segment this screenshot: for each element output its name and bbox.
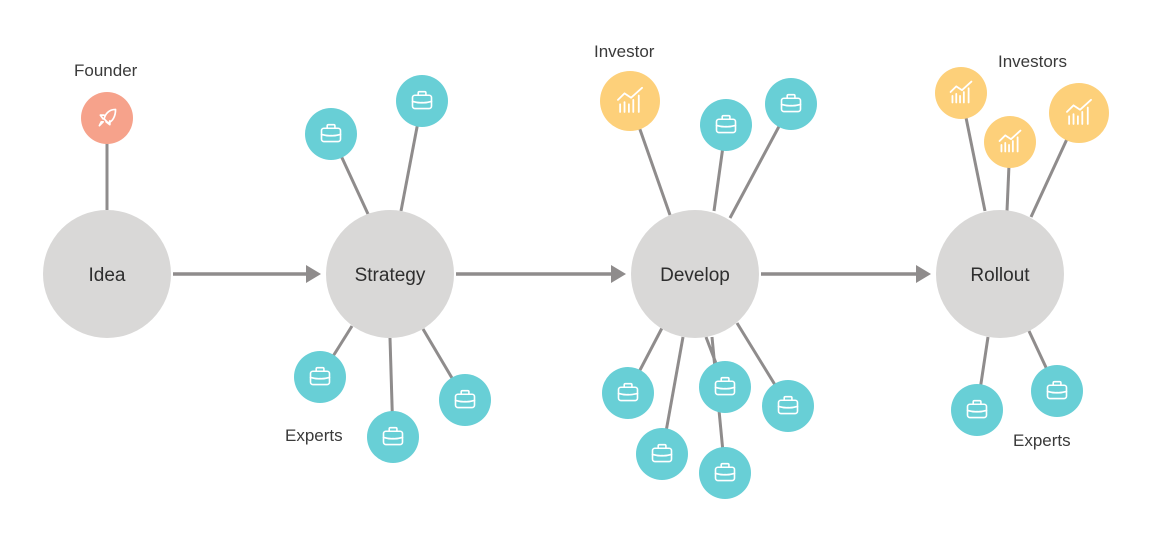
growth-chart-icon bbox=[949, 80, 973, 104]
expert-node[interactable] bbox=[765, 78, 817, 130]
stage-label: Develop bbox=[660, 265, 730, 286]
expert-node[interactable] bbox=[951, 384, 1003, 436]
briefcase-icon bbox=[651, 443, 673, 463]
expert-node[interactable] bbox=[1031, 365, 1083, 417]
founder-node[interactable] bbox=[81, 92, 133, 144]
expert-circle bbox=[396, 75, 448, 127]
investor-node[interactable] bbox=[935, 67, 987, 119]
briefcase-icon bbox=[714, 462, 736, 482]
expert-node[interactable] bbox=[636, 428, 688, 480]
rocket-icon bbox=[98, 108, 117, 127]
stage-label: Idea bbox=[89, 265, 126, 286]
growth-chart-icon bbox=[1066, 98, 1092, 125]
stage-idea[interactable]: Idea bbox=[43, 210, 171, 338]
stages: Idea Strategy Develop Rollout bbox=[43, 210, 1064, 338]
expert-node[interactable] bbox=[396, 75, 448, 127]
briefcase-icon bbox=[715, 114, 737, 134]
investor-node[interactable] bbox=[984, 116, 1036, 168]
briefcase-icon bbox=[382, 426, 404, 446]
growth-chart-icon bbox=[998, 129, 1022, 153]
satellites bbox=[81, 67, 1109, 499]
expert-node[interactable] bbox=[762, 380, 814, 432]
founder-label: Founder bbox=[74, 61, 138, 80]
expert-circle bbox=[602, 367, 654, 419]
growth-chart-icon bbox=[617, 86, 643, 113]
expert-circle bbox=[636, 428, 688, 480]
briefcase-icon bbox=[714, 376, 736, 396]
expert-circle bbox=[367, 411, 419, 463]
arrowhead-icon bbox=[916, 265, 931, 283]
rollout-investors-label: Investors bbox=[998, 52, 1067, 71]
briefcase-icon bbox=[966, 399, 988, 419]
arrow-develop-to-rollout bbox=[761, 265, 931, 283]
stage-develop[interactable]: Develop bbox=[631, 210, 759, 338]
investor-circle bbox=[984, 116, 1036, 168]
investor-circle bbox=[1049, 83, 1109, 143]
expert-node[interactable] bbox=[700, 99, 752, 151]
expert-node[interactable] bbox=[602, 367, 654, 419]
arrowhead-icon bbox=[611, 265, 626, 283]
expert-node[interactable] bbox=[294, 351, 346, 403]
investor-circle bbox=[935, 67, 987, 119]
expert-node[interactable] bbox=[699, 361, 751, 413]
briefcase-icon bbox=[320, 123, 342, 143]
briefcase-icon bbox=[1046, 380, 1068, 400]
founder-circle bbox=[81, 92, 133, 144]
investor-node[interactable] bbox=[600, 71, 660, 131]
investor-circle bbox=[600, 71, 660, 131]
expert-circle bbox=[699, 361, 751, 413]
expert-circle bbox=[765, 78, 817, 130]
briefcase-icon bbox=[777, 395, 799, 415]
expert-circle bbox=[700, 99, 752, 151]
stage-circle bbox=[43, 210, 171, 338]
stage-circle bbox=[631, 210, 759, 338]
investor-node[interactable] bbox=[1049, 83, 1109, 143]
expert-node[interactable] bbox=[305, 108, 357, 160]
expert-circle bbox=[1031, 365, 1083, 417]
arrow-idea-to-strategy bbox=[173, 265, 321, 283]
expert-circle bbox=[699, 447, 751, 499]
expert-node[interactable] bbox=[367, 411, 419, 463]
expert-circle bbox=[305, 108, 357, 160]
briefcase-icon bbox=[780, 93, 802, 113]
stage-circle bbox=[936, 210, 1064, 338]
stage-circle bbox=[326, 210, 454, 338]
expert-node[interactable] bbox=[699, 447, 751, 499]
stage-label: Rollout bbox=[970, 265, 1030, 286]
flow-arrows bbox=[173, 265, 931, 283]
strategy-experts-label: Experts bbox=[285, 426, 343, 445]
briefcase-icon bbox=[617, 382, 639, 402]
expert-node[interactable] bbox=[439, 374, 491, 426]
stage-strategy[interactable]: Strategy bbox=[326, 210, 454, 338]
stage-label: Strategy bbox=[355, 265, 426, 286]
develop-investor-label: Investor bbox=[594, 42, 655, 61]
connectors bbox=[105, 92, 1081, 474]
expert-circle bbox=[762, 380, 814, 432]
briefcase-icon bbox=[454, 389, 476, 409]
expert-circle bbox=[951, 384, 1003, 436]
stage-rollout[interactable]: Rollout bbox=[936, 210, 1064, 338]
briefcase-icon bbox=[411, 90, 433, 110]
arrowhead-icon bbox=[306, 265, 321, 283]
arrow-strategy-to-develop bbox=[456, 265, 626, 283]
expert-circle bbox=[439, 374, 491, 426]
rollout-experts-label: Experts bbox=[1013, 431, 1071, 450]
expert-circle bbox=[294, 351, 346, 403]
briefcase-icon bbox=[309, 366, 331, 386]
